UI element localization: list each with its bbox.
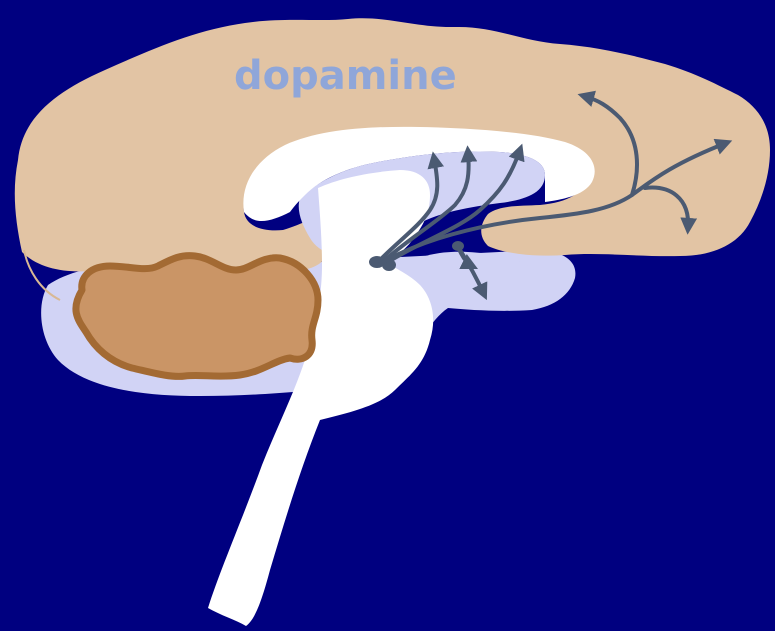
dopamine-label: dopamine xyxy=(234,56,457,96)
cerebellum xyxy=(76,256,318,377)
